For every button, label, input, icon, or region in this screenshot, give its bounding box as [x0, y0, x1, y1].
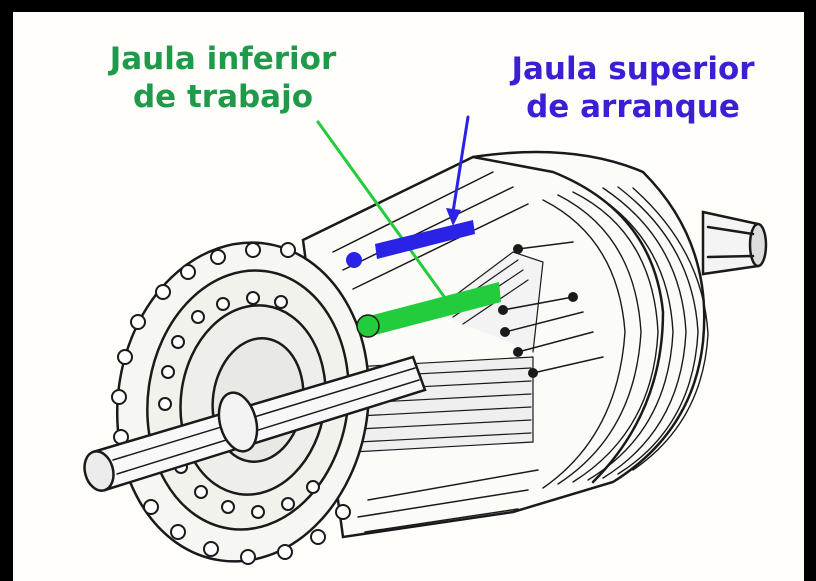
lower-cage-label: Jaula inferior de trabajo — [73, 40, 373, 116]
lamination-rings — [542, 186, 709, 489]
upper-cage-label-line2: de arranque — [526, 89, 740, 125]
diagram-panel: Jaula inferior de trabajo Jaula superior… — [13, 12, 804, 581]
rotor-shaft-left — [83, 355, 427, 492]
lower-cage-pointer — [316, 120, 450, 304]
bar-lines — [502, 241, 604, 374]
lower-cage-label-line2: de trabajo — [132, 79, 314, 115]
upper-cage-bar — [346, 220, 475, 268]
lower-cage-label-line1: Jaula inferior — [109, 41, 337, 77]
upper-cage-pointer — [451, 115, 470, 214]
upper-cage-label: Jaula superior de arranque — [468, 50, 798, 126]
upper-cage-arrowhead — [446, 208, 461, 226]
rotor-illustration — [83, 115, 768, 565]
rotor-shaft-right — [701, 210, 768, 276]
lower-cage-bar — [356, 282, 501, 338]
upper-cage-label-line1: Jaula superior — [511, 51, 755, 87]
